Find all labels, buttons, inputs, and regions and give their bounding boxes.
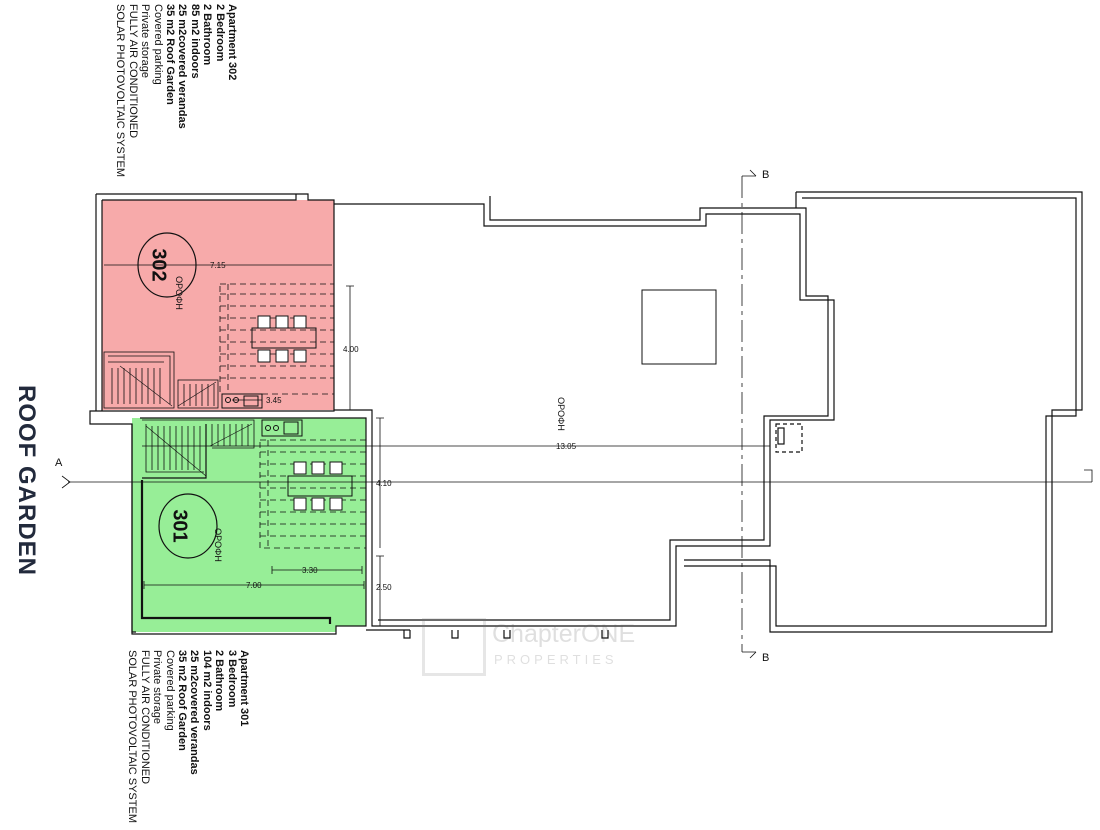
apartment-301-bathrooms: 2 Bathroom <box>213 650 226 712</box>
dining-set-301 <box>287 461 353 511</box>
apartment-301-verandas: 25 m2covered verandas <box>188 650 201 775</box>
apartment-301-solar: SOLAR PHOTOVOLTAIC SYSTEM <box>126 650 139 823</box>
apartment-302-solar: SOLAR PHOTOVOLTAIC SYSTEM <box>114 4 127 177</box>
dimension-715: 7.15 <box>210 261 226 270</box>
watermark-mark <box>422 618 486 676</box>
watermark-subtitle: PROPERTIES <box>494 652 618 667</box>
dimension-345: 3.45 <box>266 396 282 405</box>
page-title: ROOF GARDEN <box>13 385 40 576</box>
kitchen-unit-301 <box>261 419 303 437</box>
dimension-410: 4.10 <box>376 479 392 488</box>
apartment-301-number: 301 <box>169 509 191 542</box>
apartment-302-bathrooms: 2 Bathroom <box>201 4 214 66</box>
room-label-301: ΟΡΟΦΗ <box>213 528 223 562</box>
dining-set-302 <box>251 315 317 363</box>
section-marker-b-bottom: B <box>762 652 769 664</box>
apartment-302-area[interactable] <box>102 200 334 410</box>
apartment-302-parking: Covered parking <box>151 4 164 85</box>
stair-302 <box>103 351 219 409</box>
apartment-302-storage: Private storage <box>139 4 152 78</box>
apartment-302-air: FULLY AIR CONDITIONED <box>126 4 139 139</box>
apartment-302-indoors: 85 m2 indoors <box>188 4 201 79</box>
apartment-302-roof-garden: 35 m2 Roof Garden <box>163 4 176 105</box>
apartment-301-bedrooms: 3 Bedroom <box>225 650 238 708</box>
apartment-301-info: Apartment 301 3 Bedroom 2 Bathroom 104 m… <box>126 650 250 823</box>
stair-301 <box>142 419 255 477</box>
dimension-330: 3.30 <box>302 566 318 575</box>
apartment-302-info: Apartment 302 2 Bedroom 2 Bathroom 85 m2… <box>114 4 238 177</box>
dimension-250: 2.50 <box>376 583 392 592</box>
apartment-301-indoors: 104 m2 indoors <box>200 650 213 731</box>
apartment-301-storage: Private storage <box>151 650 164 724</box>
section-marker-b-top: B <box>762 169 769 181</box>
apartment-302-verandas: 25 m2covered verandas <box>176 4 189 129</box>
apartment-301-roof-garden: 35 m2 Roof Garden <box>175 650 188 751</box>
apartment-301-area[interactable] <box>132 418 366 632</box>
dimension-700: 7.00 <box>246 581 262 590</box>
dimension-400: 4.00 <box>343 345 359 354</box>
apartment-301-air: FULLY AIR CONDITIONED <box>138 650 151 785</box>
apartment-302-bedrooms: 2 Bedroom <box>213 4 226 62</box>
dimension-labels: 7.15 4.00 3.45 13.05 4.10 3.30 7.00 2.50 <box>210 261 577 592</box>
apartment-301-badge <box>158 493 218 559</box>
apartment-301-heading: Apartment 301 <box>238 650 250 727</box>
apartment-301-parking: Covered parking <box>163 650 176 731</box>
section-marker-a: A <box>55 457 63 469</box>
pergola-302 <box>219 283 335 395</box>
dimension-1305: 13.05 <box>556 442 577 451</box>
dimension-lines <box>104 264 771 627</box>
building-outline <box>89 191 1083 639</box>
section-lines <box>61 169 1093 659</box>
room-label-roof: ΟΡΟΦΗ <box>556 397 566 431</box>
apartment-302-heading: Apartment 302 <box>226 4 238 81</box>
room-label-302: ΟΡΟΦΗ <box>174 276 184 310</box>
watermark-name: ChapterONE <box>492 620 636 648</box>
